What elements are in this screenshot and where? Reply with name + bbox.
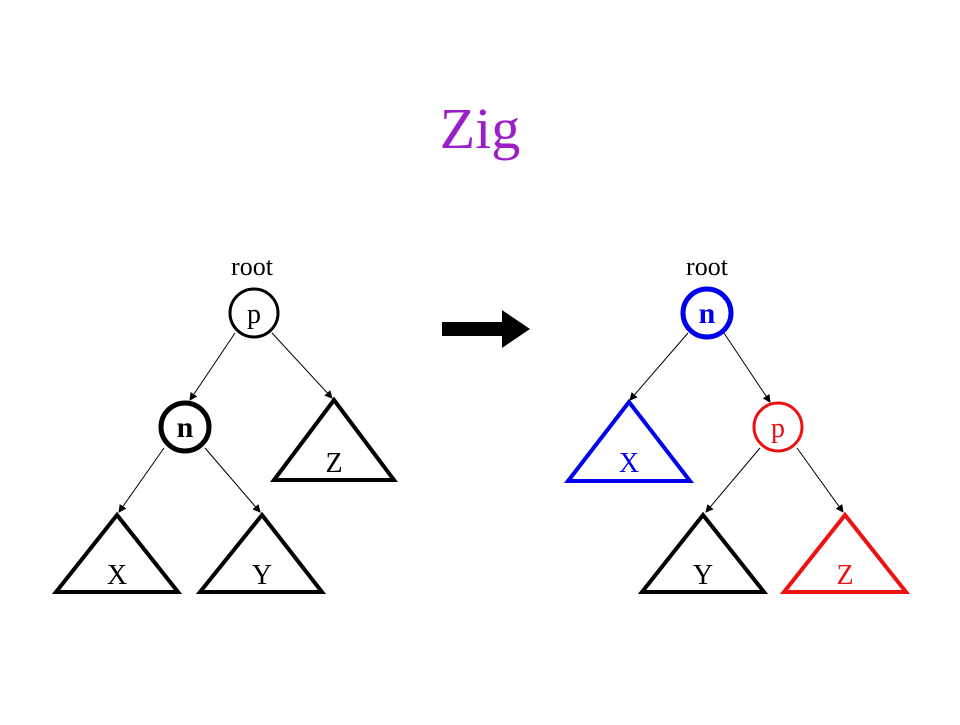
after-subtree-y-label: Y <box>693 560 713 591</box>
slide-title: Zig <box>440 96 521 161</box>
before-root-label: root <box>231 252 274 281</box>
after-subtree-z-label: Z <box>836 560 853 591</box>
before-subtree-z <box>270 396 398 482</box>
after-subtree-y <box>637 511 769 594</box>
edge-p-to-n <box>189 332 236 401</box>
edge-n-to-y <box>204 447 261 513</box>
edge-n-to-x-after <box>629 332 689 401</box>
before-node-p <box>228 287 280 339</box>
after-node-n-label: n <box>699 297 716 330</box>
before-subtree-x-label: X <box>107 560 127 591</box>
after-tree: root n X p Y Z <box>563 252 911 594</box>
before-tree: root p n Z X Y <box>51 252 398 594</box>
after-node-p <box>752 401 804 453</box>
edge-p-to-y-after <box>705 447 761 513</box>
after-node-p-label: p <box>771 413 785 444</box>
before-subtree-z-label: Z <box>325 448 342 479</box>
before-subtree-y-label: Y <box>252 560 272 591</box>
edge-p-to-z <box>271 332 333 399</box>
after-subtree-x <box>563 398 695 483</box>
after-node-n <box>680 286 734 340</box>
before-node-n <box>158 400 212 454</box>
after-root-label: root <box>686 252 729 281</box>
before-node-n-label: n <box>177 411 194 444</box>
transform-arrow <box>442 310 530 348</box>
after-subtree-z <box>779 511 911 594</box>
before-subtree-x <box>51 511 183 594</box>
edge-n-to-x <box>118 447 165 513</box>
after-subtree-x-label: X <box>619 448 639 479</box>
edge-p-to-z-after <box>796 447 844 513</box>
edge-n-to-p-after <box>723 332 771 403</box>
before-subtree-y <box>195 511 327 594</box>
before-node-p-label: p <box>247 299 261 330</box>
